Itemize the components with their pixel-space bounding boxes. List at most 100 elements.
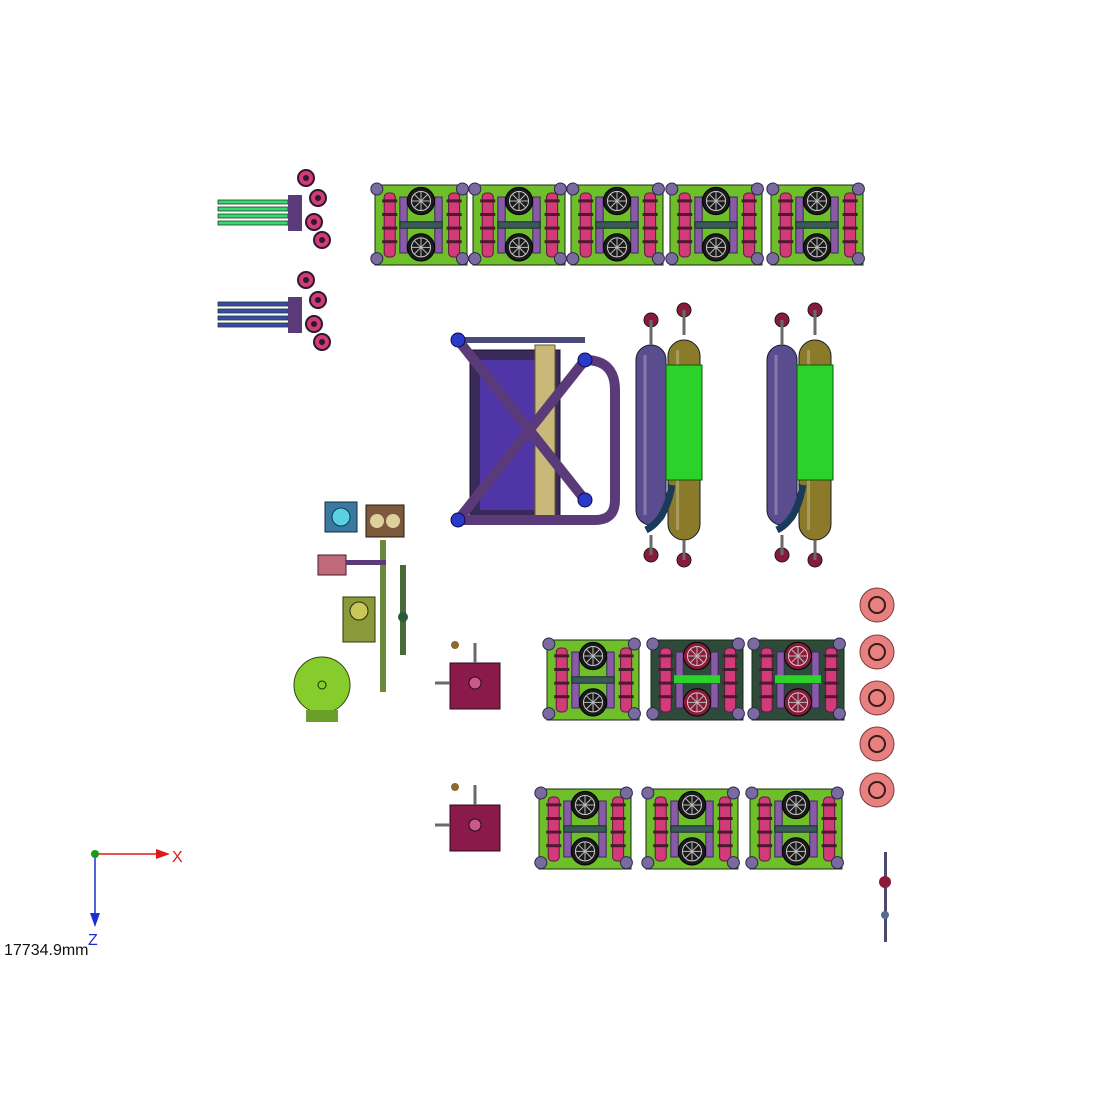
manifold-upper[interactable] bbox=[217, 169, 331, 249]
impeller-spoke bbox=[609, 240, 618, 248]
impeller-spoke bbox=[809, 247, 818, 255]
pump-skid[interactable] bbox=[646, 637, 745, 721]
manifold-lower[interactable] bbox=[217, 271, 331, 351]
motor-rib bbox=[823, 695, 839, 699]
motor-rib bbox=[821, 844, 837, 848]
impeller-spoke bbox=[795, 844, 804, 852]
tank-port bbox=[868, 689, 886, 707]
heater-box bbox=[317, 554, 347, 576]
pump-skid[interactable] bbox=[370, 182, 469, 266]
impeller-spoke bbox=[577, 851, 586, 859]
valve-handwheel-icon bbox=[851, 182, 865, 196]
motor-rib bbox=[757, 830, 773, 834]
pump-skid[interactable] bbox=[747, 637, 846, 721]
motor-column bbox=[719, 796, 732, 862]
round-tank[interactable] bbox=[859, 634, 895, 670]
motor-column bbox=[724, 647, 737, 713]
valve-handwheel-icon bbox=[665, 182, 679, 196]
pump-skid[interactable] bbox=[542, 637, 641, 721]
valve-handwheel-icon bbox=[750, 182, 764, 196]
valve-handwheel-icon bbox=[566, 182, 580, 196]
green-jacket bbox=[665, 364, 703, 481]
valve-handwheel-icon bbox=[370, 182, 384, 196]
pump-skid[interactable] bbox=[766, 182, 865, 266]
motor-column bbox=[620, 647, 633, 713]
fan-icon bbox=[331, 507, 351, 527]
motor-rib bbox=[821, 817, 837, 820]
tank-port bbox=[868, 781, 886, 799]
control-box[interactable] bbox=[435, 641, 501, 710]
impeller-spoke bbox=[585, 695, 594, 703]
flange-icon bbox=[450, 512, 466, 528]
round-tank[interactable] bbox=[859, 726, 895, 762]
pump-skid[interactable] bbox=[641, 786, 740, 870]
gauge-icon bbox=[451, 641, 459, 649]
vessel-left[interactable] bbox=[635, 344, 667, 526]
valve-handwheel-icon bbox=[455, 252, 469, 266]
header-pipe bbox=[795, 221, 839, 229]
manifold-pipe bbox=[217, 315, 289, 321]
motor-rib bbox=[778, 226, 794, 230]
tank-shell bbox=[859, 634, 895, 670]
valve-handwheel-icon bbox=[766, 252, 780, 266]
motor-rib bbox=[757, 844, 773, 848]
motor-rib bbox=[446, 240, 462, 244]
motor-column bbox=[779, 192, 792, 258]
impeller-spoke bbox=[420, 247, 429, 255]
impeller-spoke bbox=[689, 702, 698, 710]
impeller-spoke bbox=[585, 648, 594, 657]
valve-hub bbox=[311, 321, 317, 327]
motor-column bbox=[758, 796, 771, 862]
valve-handwheel-icon bbox=[830, 786, 844, 800]
pressure-drum bbox=[293, 656, 351, 714]
valve-handwheel-icon bbox=[832, 707, 846, 721]
impeller-spoke bbox=[816, 247, 825, 255]
motor-rib bbox=[759, 654, 775, 658]
pump-skid[interactable] bbox=[468, 182, 567, 266]
loop-pipe bbox=[460, 355, 620, 525]
heat-exchanger-frame[interactable] bbox=[450, 332, 620, 528]
impeller-spoke bbox=[797, 695, 806, 703]
impeller-spoke bbox=[584, 804, 593, 813]
utility-column[interactable] bbox=[293, 501, 408, 722]
impeller-spoke bbox=[684, 804, 693, 813]
pump-skid[interactable] bbox=[534, 786, 633, 870]
motor-rib bbox=[544, 240, 560, 244]
round-tank[interactable] bbox=[859, 680, 895, 716]
impeller-spoke bbox=[413, 193, 422, 202]
pump-skid[interactable] bbox=[665, 182, 764, 266]
pump-skid[interactable] bbox=[745, 786, 844, 870]
impeller-spoke bbox=[691, 844, 700, 852]
valve-handwheel-icon bbox=[566, 252, 580, 266]
green-header bbox=[775, 675, 821, 684]
motor-rib bbox=[722, 695, 738, 699]
impeller-spoke bbox=[518, 247, 527, 255]
control-box[interactable] bbox=[435, 783, 501, 852]
header-pipe bbox=[595, 221, 639, 229]
instrument-line[interactable] bbox=[879, 852, 891, 942]
impeller-spoke bbox=[790, 702, 799, 710]
impeller-spoke bbox=[795, 851, 804, 859]
round-tank[interactable] bbox=[859, 587, 895, 623]
impeller-spoke bbox=[715, 200, 724, 209]
valve-handwheel-icon bbox=[534, 786, 548, 800]
tank-port bbox=[868, 596, 886, 614]
motor-rib bbox=[759, 681, 775, 685]
valve-handwheel-icon bbox=[455, 182, 469, 196]
motor-rib bbox=[618, 668, 634, 671]
valve-handwheel-icon bbox=[627, 707, 641, 721]
valve-handwheel-icon bbox=[651, 182, 665, 196]
valve-handwheel-icon bbox=[627, 637, 641, 651]
impeller-spoke bbox=[420, 200, 429, 209]
motor-rib bbox=[578, 226, 594, 230]
vessel-left[interactable] bbox=[766, 344, 798, 526]
motor-rib bbox=[618, 681, 634, 685]
motor-rib bbox=[757, 817, 773, 820]
round-tank[interactable] bbox=[859, 772, 895, 808]
impeller-spoke bbox=[788, 851, 797, 859]
impeller-spoke bbox=[708, 240, 717, 248]
pump-skid[interactable] bbox=[566, 182, 665, 266]
impeller-spoke bbox=[790, 655, 799, 664]
